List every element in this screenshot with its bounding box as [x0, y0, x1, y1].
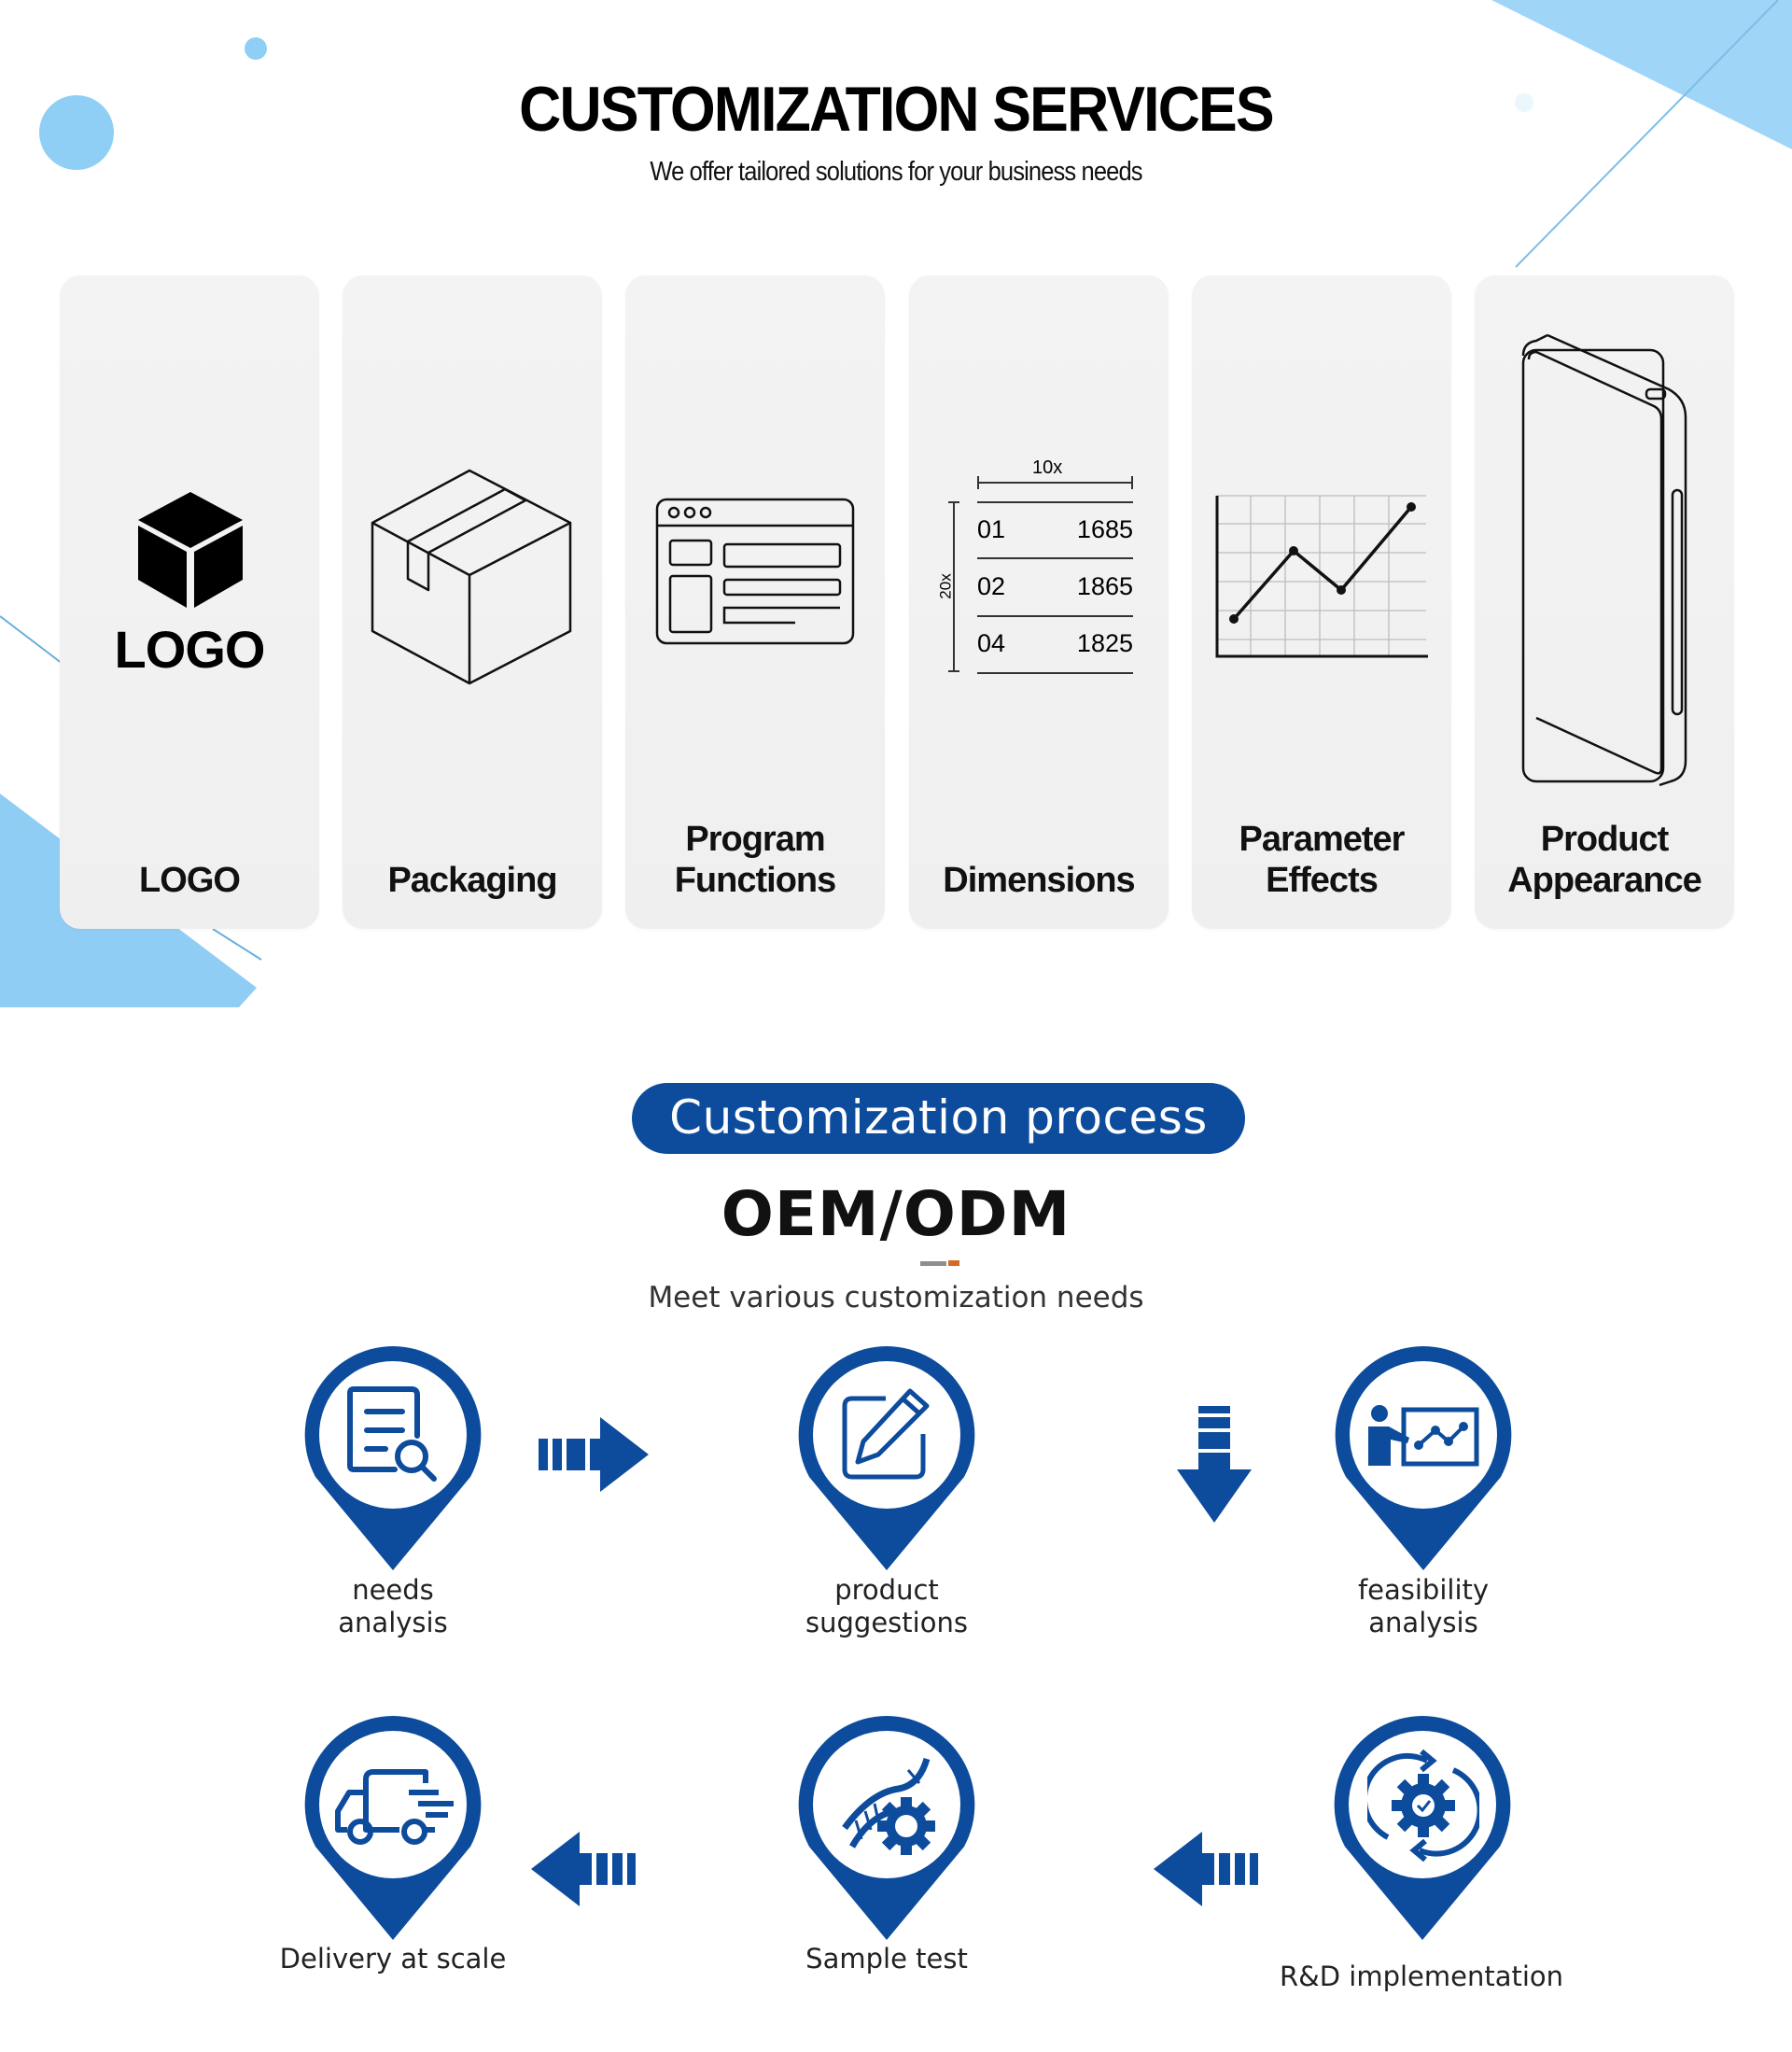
row-value: 1825: [1076, 629, 1133, 657]
card-label: Dimensions: [943, 861, 1135, 900]
card-label: Packaging: [387, 861, 557, 900]
divider-accent: [948, 1260, 959, 1266]
dna-gear-icon: [842, 1757, 935, 1855]
row-value: 1865: [1076, 572, 1133, 600]
ruler-tick: [1131, 476, 1133, 489]
card-label: Parameter Effects: [1192, 819, 1451, 901]
table-rule: [977, 557, 1133, 559]
presentation-chart-icon: [1368, 1405, 1479, 1467]
table-rule: [977, 501, 1133, 503]
arrow-left-icon: [531, 1832, 636, 1906]
ruler-tick: [948, 670, 959, 672]
height-ruler: [953, 501, 955, 672]
document-search-icon: [347, 1386, 437, 1482]
step-label: Sample test: [805, 1943, 968, 1975]
table-rule: [977, 672, 1133, 674]
arrow-down-icon: [1177, 1406, 1252, 1523]
table-rule: [977, 615, 1133, 617]
row-id: 02: [977, 572, 1006, 600]
delivery-truck-icon: [335, 1769, 454, 1845]
decor-circle-small: [245, 37, 267, 60]
process-tagline: Meet various customization needs: [648, 1281, 1144, 1314]
card-label: Program Functions: [625, 778, 885, 901]
row-id: 04: [977, 629, 1006, 657]
step-label-text: feasibility analysis: [1357, 1574, 1490, 1638]
package-box-icon: [371, 469, 572, 685]
row-id: 01: [977, 515, 1006, 543]
step-needs-analysis-pin: [304, 1346, 482, 1570]
service-card-packaging[interactable]: Packaging: [343, 275, 602, 929]
browser-window-icon: [655, 498, 855, 645]
row-value: 1685: [1076, 515, 1133, 543]
line-chart-icon: [1215, 495, 1428, 658]
step-label: needs analysis: [225, 1574, 561, 1639]
arrow-right-icon: [539, 1417, 649, 1492]
page-title: CUSTOMIZATION SERVICES: [519, 74, 1274, 145]
step-rd-implementation-pin: [1334, 1716, 1511, 1940]
page-subtitle: We offer tailored solutions for your bus…: [650, 157, 1142, 187]
step-label: product suggestions: [719, 1574, 1055, 1639]
decor-line-left-2: [212, 928, 262, 961]
card-label: LOGO: [139, 861, 241, 900]
oem-odm-heading: OEM/ODM: [721, 1178, 1071, 1250]
service-card-product-appearance[interactable]: Product Appearance: [1475, 275, 1734, 929]
card-label-text: Program Functions: [674, 820, 837, 900]
customization-process-badge: Customization process: [632, 1083, 1245, 1154]
width-ruler: [977, 482, 1133, 484]
divider-bar: [920, 1261, 946, 1266]
card-label: Product Appearance: [1475, 819, 1734, 901]
step-label: feasibility analysis: [1255, 1574, 1591, 1639]
step-sample-test-pin: [798, 1716, 975, 1940]
ruler-tick: [977, 476, 979, 489]
ruler-tick: [948, 501, 959, 503]
step-delivery-at-scale-pin: [304, 1716, 482, 1940]
phone-device-icon: [1521, 333, 1687, 787]
height-label: 20x: [936, 573, 955, 599]
step-label-text: product suggestions: [805, 1574, 968, 1638]
service-card-logo[interactable]: LOGO LOGO: [60, 275, 319, 929]
edit-pencil-icon: [842, 1388, 930, 1480]
step-label-text: needs analysis: [338, 1574, 448, 1638]
card-label-text: Product Appearance: [1507, 820, 1702, 900]
cube-logo-icon: [138, 492, 243, 608]
gear-cycle-icon: [1367, 1749, 1479, 1862]
service-card-program-functions[interactable]: Program Functions: [625, 275, 885, 929]
step-label: Delivery at scale: [279, 1943, 507, 1975]
service-card-dimensions[interactable]: 10x 20x 01 1685 02 1865 04 1825 Dimensio…: [909, 275, 1169, 929]
step-feasibility-analysis-pin: [1335, 1346, 1512, 1570]
logo-mark-text: LOGO: [114, 620, 266, 679]
arrow-left-icon: [1154, 1832, 1258, 1906]
card-label-text: Parameter Effects: [1239, 820, 1406, 900]
dimensions-table-icon: 10x 20x 01 1685 02 1865 04 1825: [937, 457, 1133, 682]
step-product-suggestions-pin: [798, 1346, 975, 1570]
width-label: 10x: [1032, 457, 1063, 478]
step-label: R&D implementation: [1279, 1961, 1564, 1992]
service-card-parameter-effects[interactable]: Parameter Effects: [1192, 275, 1451, 929]
